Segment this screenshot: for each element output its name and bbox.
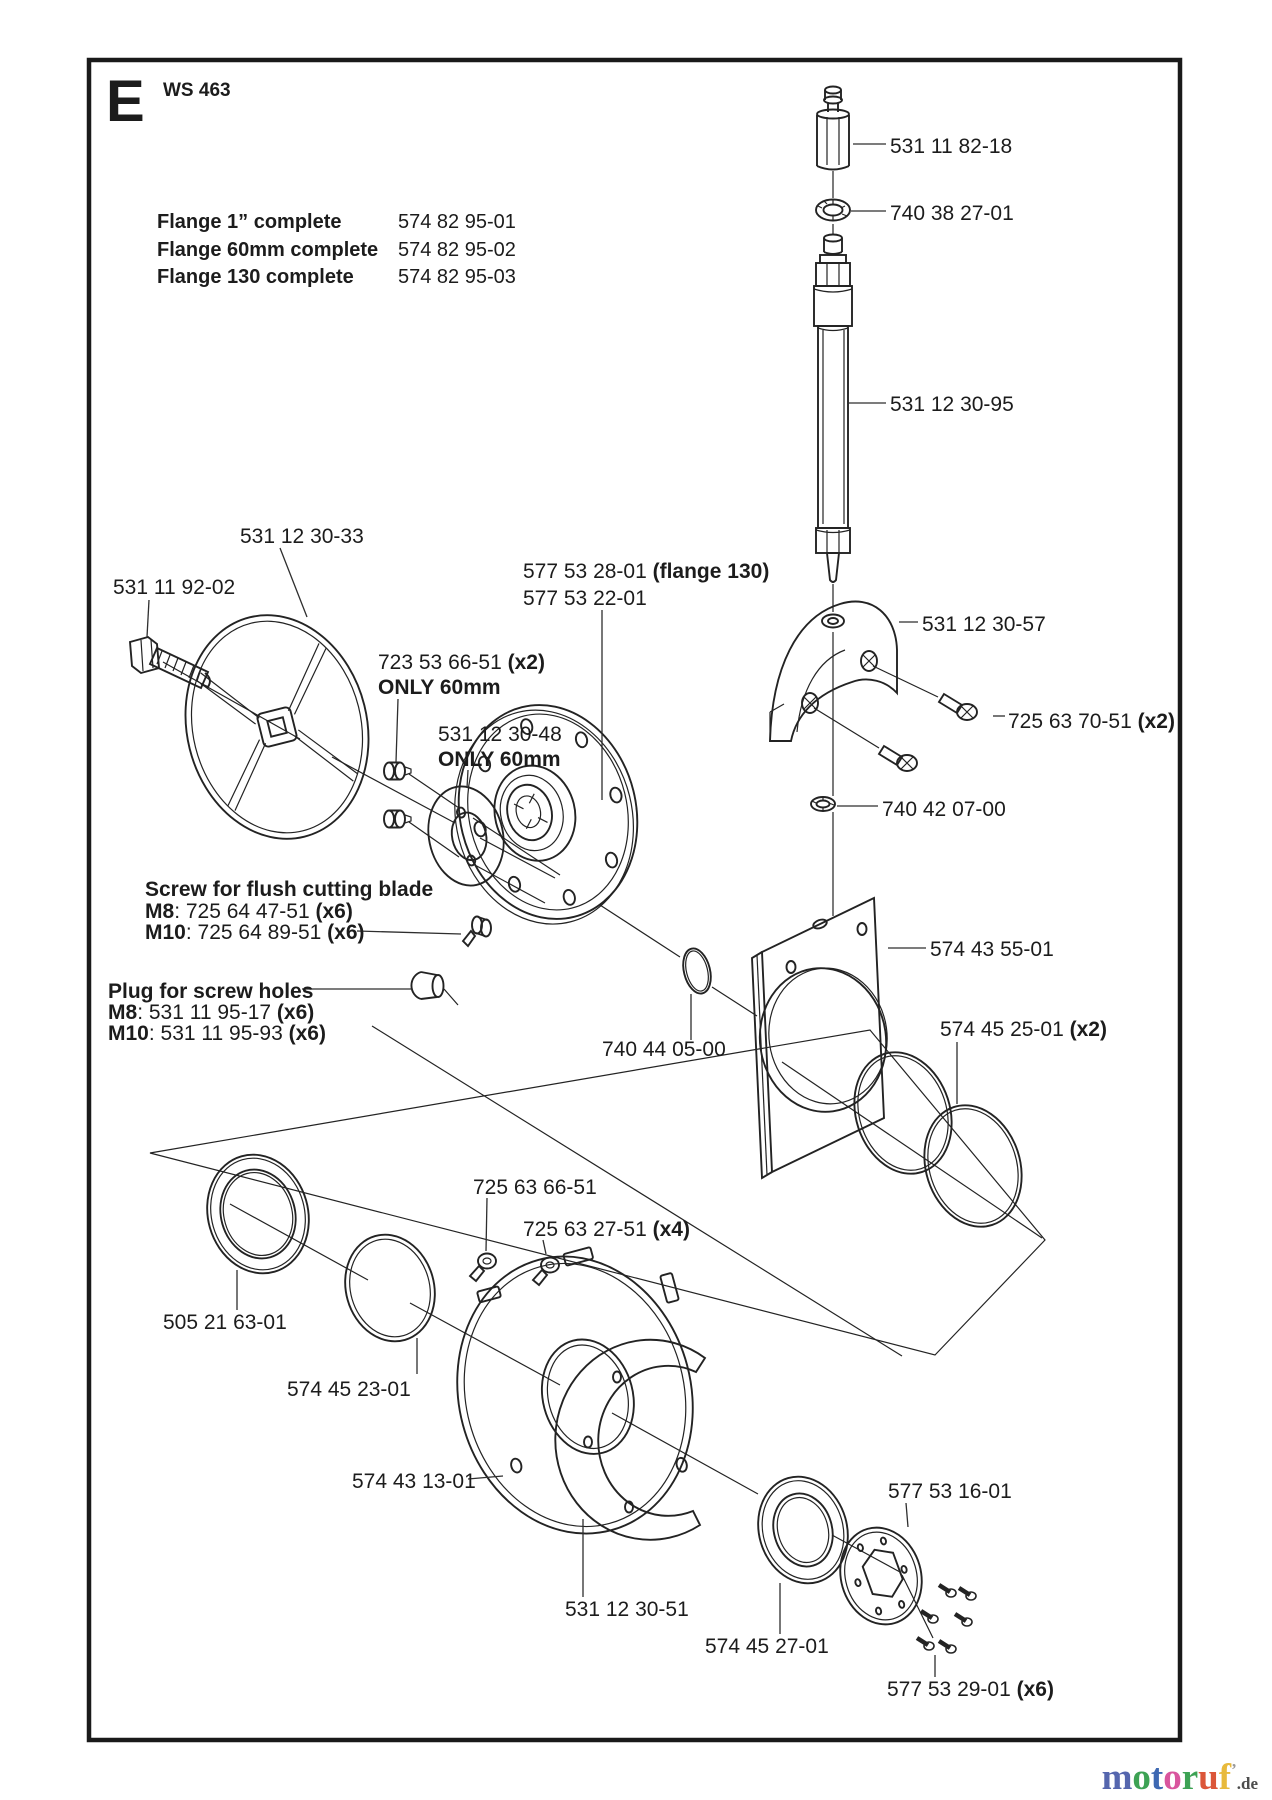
part-label: 574 45 25-01 (x2) (940, 1018, 1107, 1041)
part-label: 531 11 92-02 (113, 576, 235, 599)
part-flush-disc (184, 614, 370, 840)
watermark-logo: motoruf’.de (1102, 1757, 1259, 1798)
part-spindle-shaft (813, 233, 853, 583)
part-label: 531 11 82-18 (890, 135, 1012, 158)
leader-lines (146, 143, 1005, 1677)
part-label: 577 53 29-01 (x6) (887, 1678, 1054, 1701)
part-blade-flange-ring (839, 1526, 923, 1626)
assembly-axis-lines (162, 171, 1043, 1639)
part-label: 574 45 27-01 (705, 1635, 829, 1658)
part-label: 740 42 07-00 (882, 798, 1006, 821)
part-labels: 531 11 82-18 740 38 27-01 531 12 30-95 5… (108, 135, 1175, 1701)
part-guard-screws (468, 1252, 560, 1287)
flange-table: Flange 1” complete 574 82 95-01 Flange 6… (157, 211, 516, 288)
table-row-part: 574 82 95-02 (398, 239, 516, 261)
part-label: 740 38 27-01 (890, 202, 1014, 225)
part-orings-large (853, 1051, 1023, 1228)
part-clamp-half (769, 600, 898, 742)
table-row-name: Flange 60mm complete (157, 239, 378, 261)
part-label: 574 43 13-01 (352, 1470, 476, 1493)
part-clamp-screws (877, 692, 978, 772)
part-bearing (757, 1475, 849, 1585)
part-label: 725 63 27-51 (x4) (523, 1218, 690, 1241)
table-row-part: 574 82 95-01 (398, 211, 516, 233)
part-label: Plug for screw holes (108, 980, 313, 1003)
part-label: 531 12 30-95 (890, 393, 1014, 416)
part-flush-screw (461, 915, 492, 948)
part-crescent-plate (554, 1338, 707, 1541)
model-title: WS 463 (163, 80, 231, 101)
part-label: 531 12 30-33 (240, 525, 364, 548)
part-label: 725 63 66-51 (473, 1176, 597, 1199)
table-row-name: Flange 1” complete (157, 211, 342, 233)
blade-plane-outline (149, 1025, 1046, 1357)
part-label: 577 53 22-01 (523, 587, 647, 610)
section-letter: E (106, 69, 145, 134)
part-screws-60mm (383, 761, 412, 829)
part-label: M10: 725 64 89-51 (x6) (145, 921, 365, 944)
part-label: 505 21 63-01 (163, 1311, 287, 1334)
part-label: 574 43 55-01 (930, 938, 1054, 961)
part-label: 725 63 70-51 (x2) (1008, 710, 1175, 733)
page-border (86, 57, 1183, 1743)
part-label: 577 53 16-01 (888, 1480, 1012, 1503)
table-row-name: Flange 130 complete (157, 266, 354, 288)
part-seal-ring (344, 1233, 436, 1343)
part-flange-screws (915, 1583, 977, 1654)
part-label: 723 53 66-51 (x2) (378, 651, 545, 674)
part-label: 531 12 30-48 (438, 723, 562, 746)
part-label: 740 44 05-00 (602, 1038, 726, 1061)
part-plug (410, 971, 459, 1006)
part-label: 531 12 30-51 (565, 1598, 689, 1621)
part-label: ONLY 60mm (438, 748, 561, 771)
part-washer (815, 198, 851, 222)
part-hub-flange (454, 704, 639, 925)
part-adapter-nipple (816, 85, 850, 171)
part-label: ONLY 60mm (378, 676, 501, 699)
part-bolt (128, 635, 211, 690)
part-flange-60mm (427, 785, 505, 887)
part-label: M8: 725 64 47-51 (x6) (145, 900, 353, 923)
part-oring-oval (682, 947, 712, 995)
part-label: 531 12 30-57 (922, 613, 1046, 636)
part-label: 577 53 28-01 (flange 130) (523, 560, 769, 583)
part-label: M10: 531 11 95-93 (x6) (108, 1022, 326, 1045)
part-oring-small (810, 796, 836, 812)
part-label: Screw for flush cutting blade (145, 878, 433, 901)
table-row-part: 574 82 95-03 (398, 266, 516, 288)
part-label: M8: 531 11 95-17 (x6) (108, 1001, 314, 1024)
part-bearing-ring (206, 1153, 310, 1275)
part-label: 574 45 23-01 (287, 1378, 411, 1401)
